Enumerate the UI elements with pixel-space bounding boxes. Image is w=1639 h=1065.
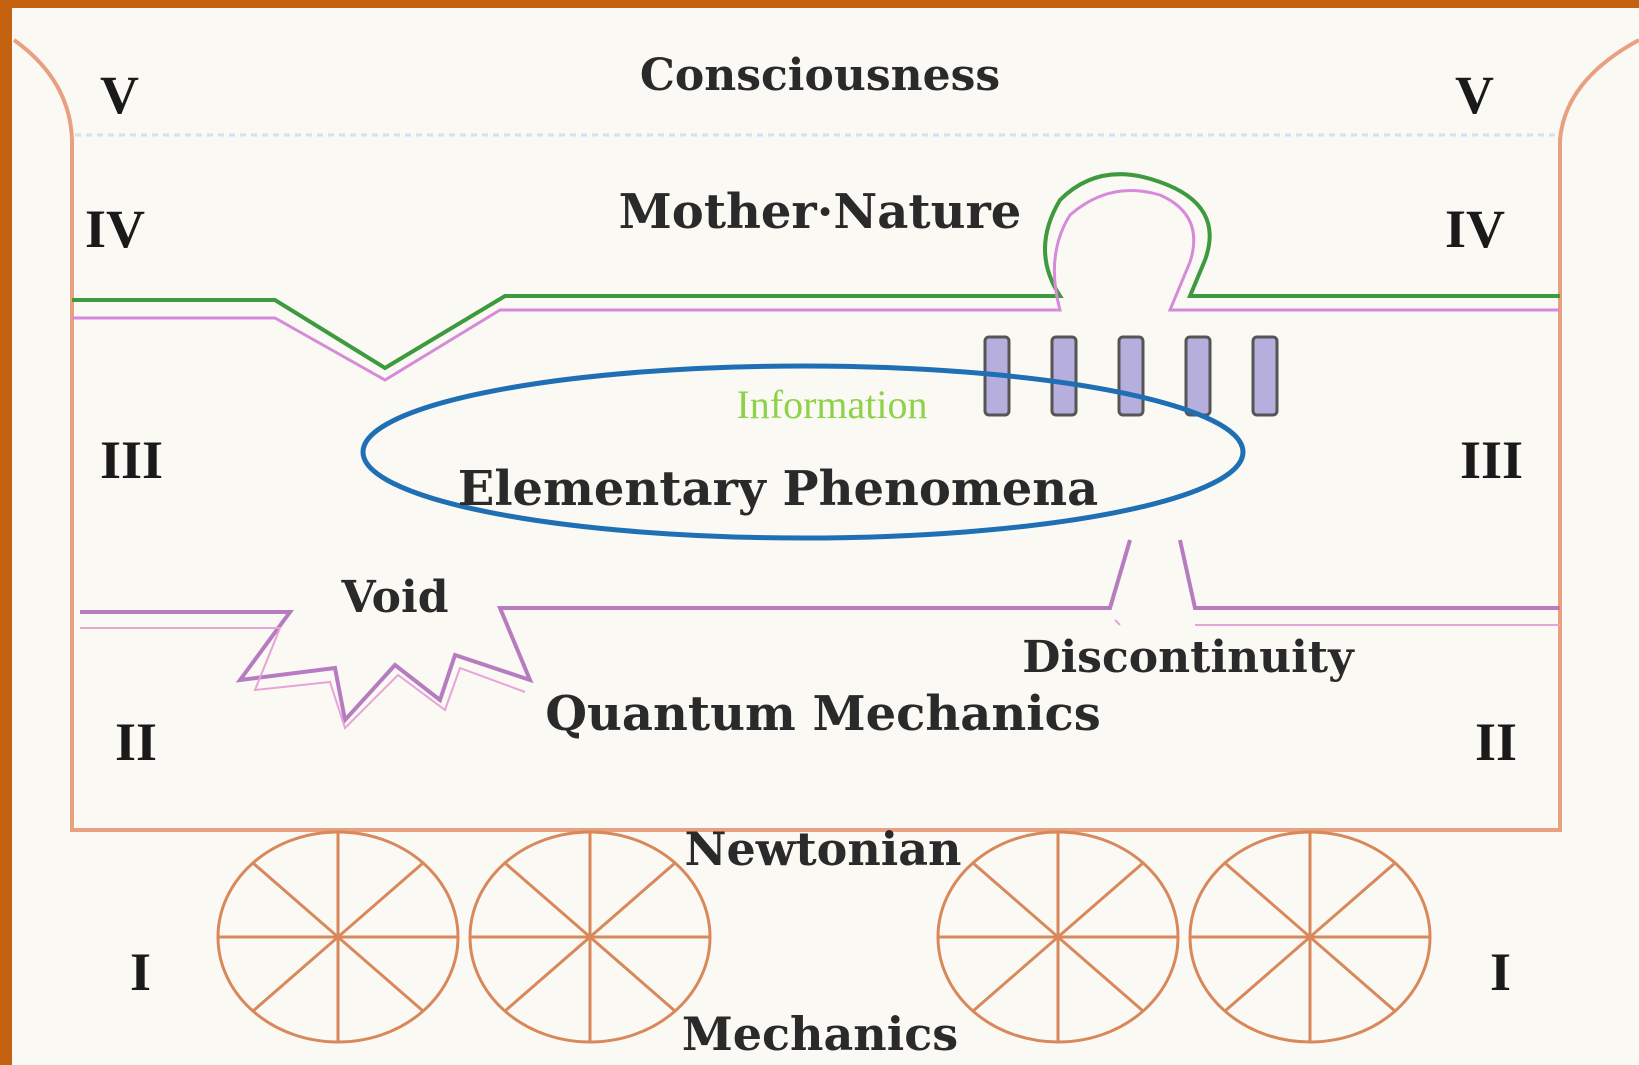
mechanics-label: Mechanics xyxy=(682,1007,958,1061)
quantum-boundary-pink xyxy=(80,627,526,730)
quantum-mechanics-label: Quantum Mechanics xyxy=(545,686,1101,742)
information-block xyxy=(1117,335,1145,417)
wheel xyxy=(936,830,1180,1044)
quantum-boundary-pink-right xyxy=(1114,619,1560,626)
wheel xyxy=(468,830,712,1044)
level-ii-right: II xyxy=(1475,712,1517,772)
mother-nature-label: Mother·Nature xyxy=(619,184,1022,240)
void-label: Void xyxy=(341,572,449,623)
information-label: Information xyxy=(736,382,927,427)
level-iv-right: IV xyxy=(1445,199,1505,259)
level-v-left: V xyxy=(100,65,139,125)
elementary-phenomena-label: Elementary Phenomena xyxy=(458,461,1099,517)
vessel-outline xyxy=(12,38,1639,832)
level-iii-right: III xyxy=(1460,430,1523,490)
level-iv-left: IV xyxy=(85,199,145,259)
elementary-phenomena-ellipse xyxy=(360,363,1246,541)
level-i-left: I xyxy=(130,942,151,1002)
newtonian-label: Newtonian xyxy=(684,822,961,876)
quantum-boundary-right xyxy=(1178,539,1560,610)
quantum-boundary xyxy=(80,539,1132,725)
wheel xyxy=(1188,830,1432,1044)
nature-boundary-green xyxy=(72,172,1560,371)
wheels xyxy=(216,830,1432,1044)
wheel xyxy=(216,830,460,1044)
discontinuity-label: Discontinuity xyxy=(1022,632,1355,683)
information-block xyxy=(1251,335,1279,417)
information-block xyxy=(1050,335,1078,417)
level-i-right: I xyxy=(1490,942,1511,1002)
nature-boundary-pink xyxy=(72,189,1560,382)
consciousness-label: Consciousness xyxy=(640,50,1000,101)
information-blocks xyxy=(983,335,1279,417)
level-ii-left: II xyxy=(115,712,157,772)
level-v-right: V xyxy=(1455,65,1494,125)
information-block xyxy=(1184,335,1212,417)
level-iii-left: III xyxy=(100,430,163,490)
